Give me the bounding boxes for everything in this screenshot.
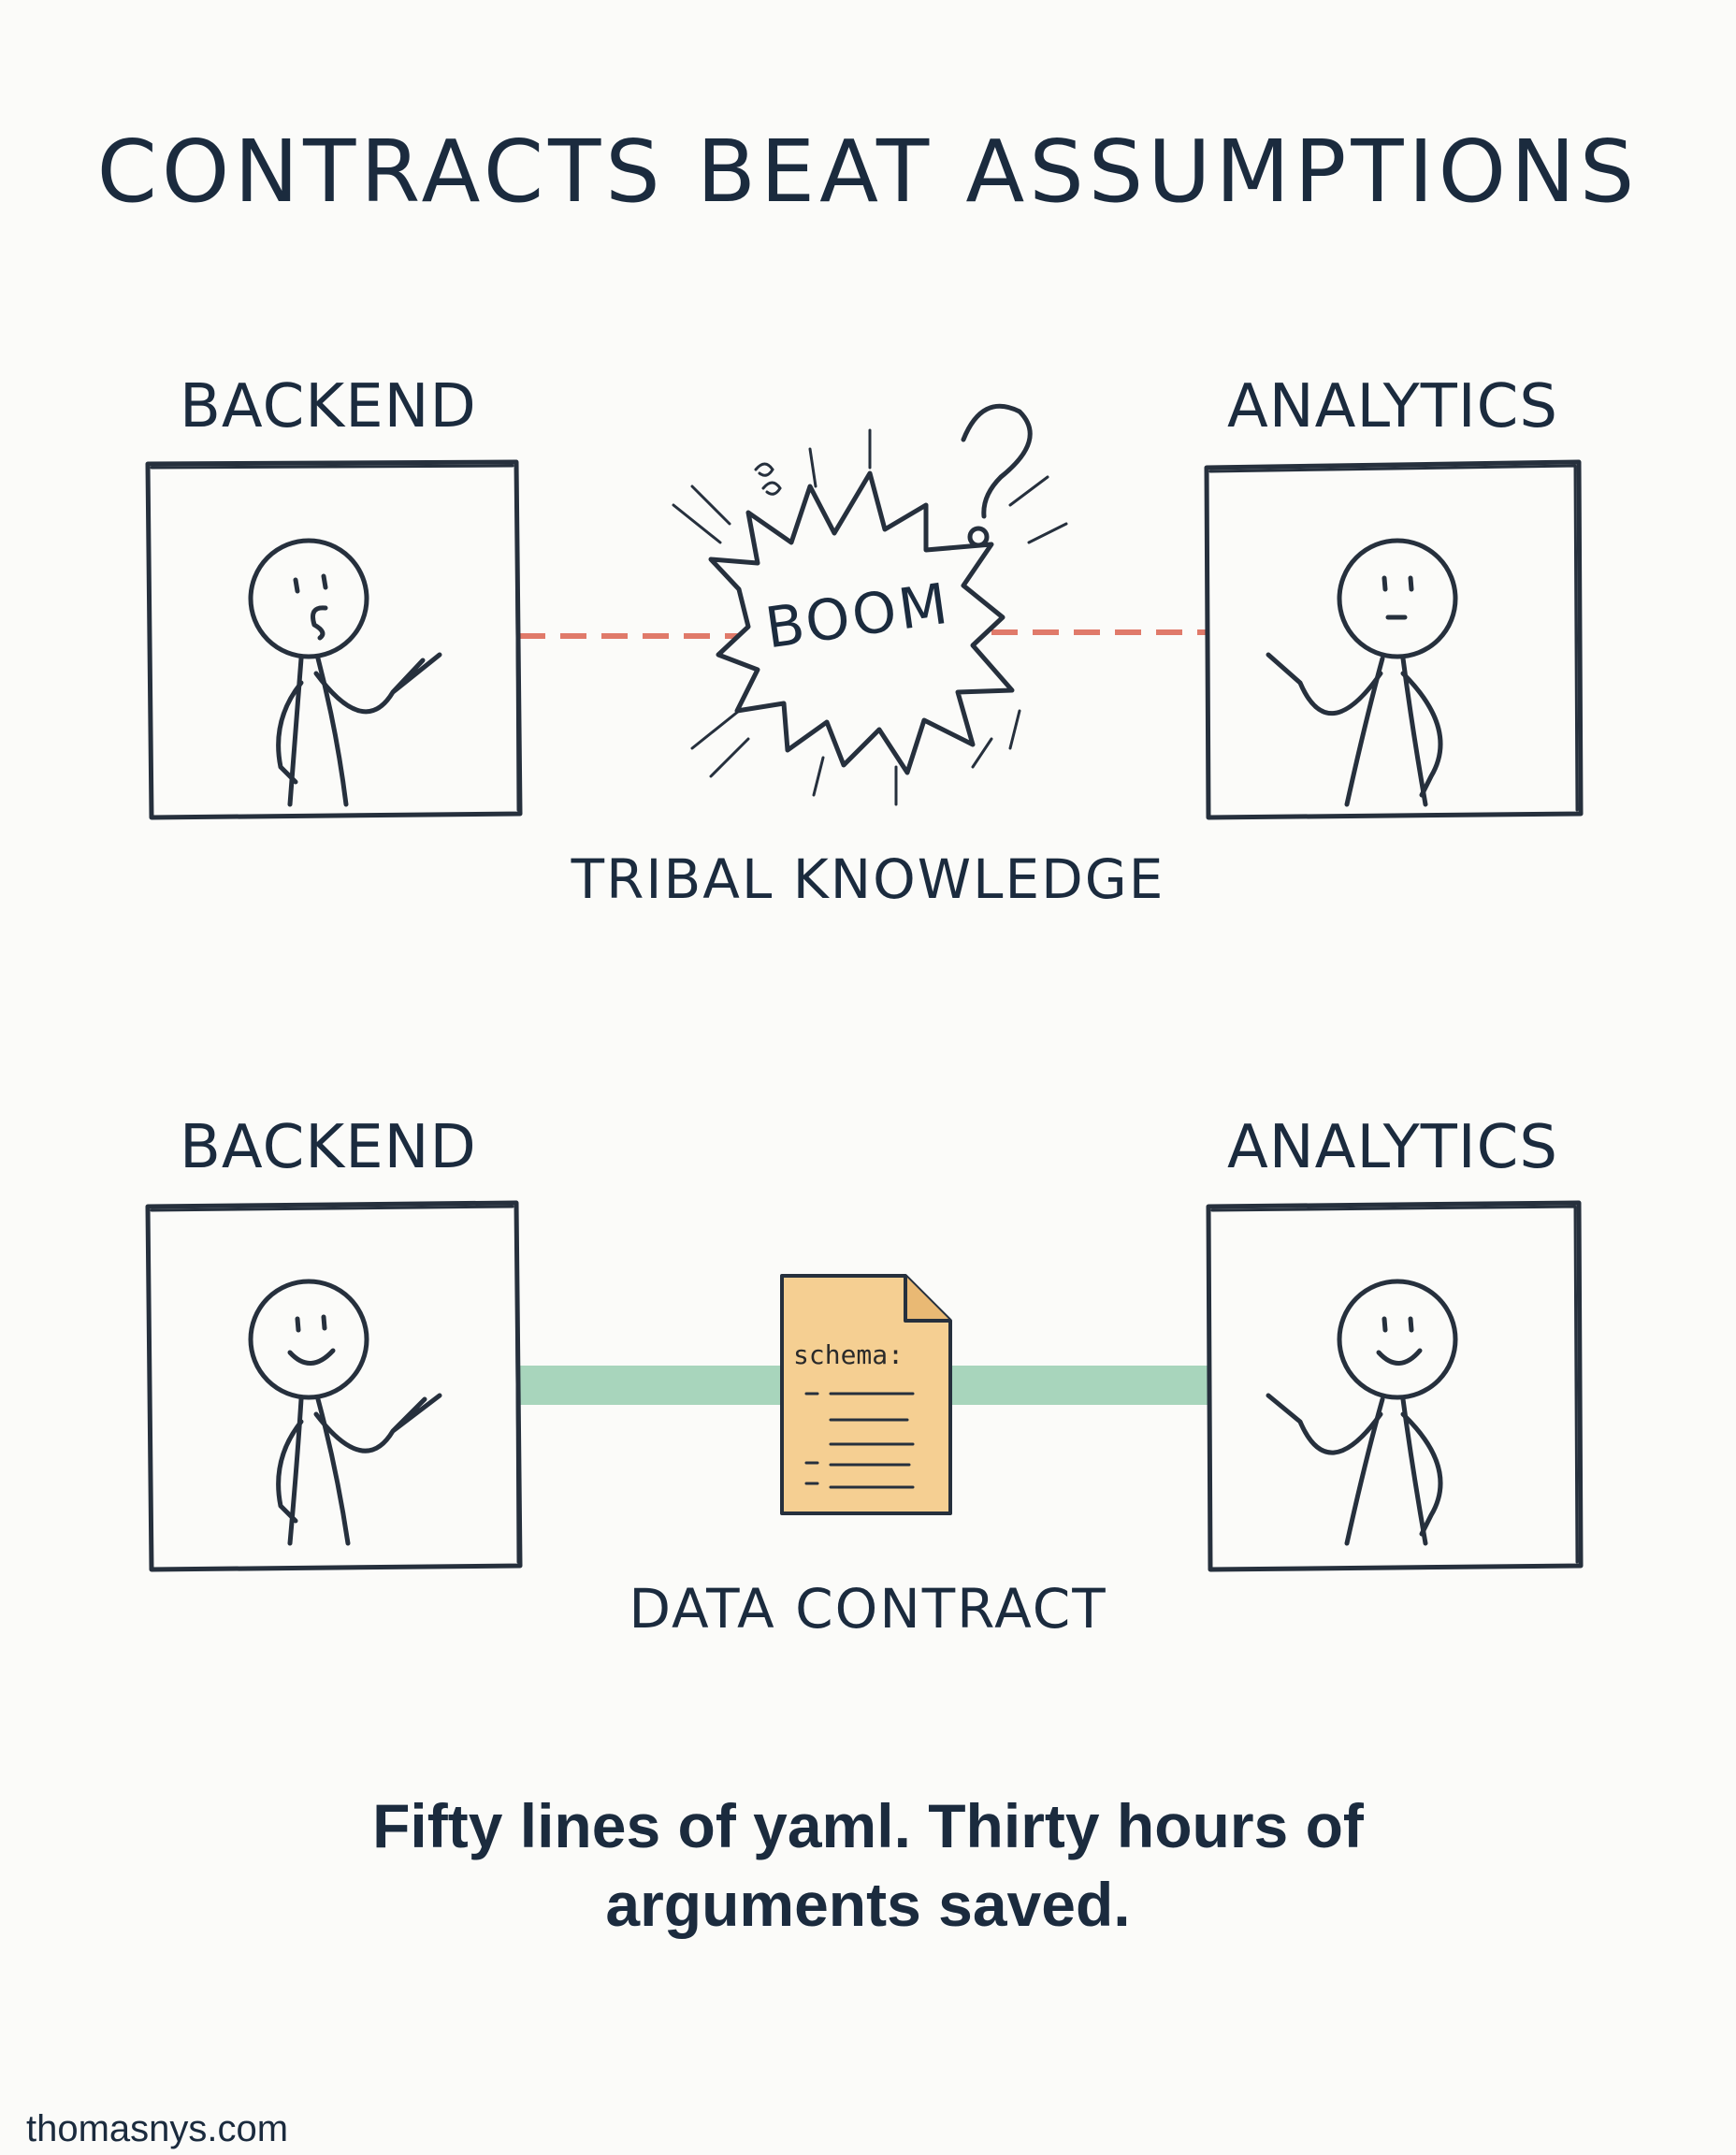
question-mark-icon	[961, 403, 1033, 548]
backend-box-bottom	[145, 1200, 523, 1572]
bottom-right-team-label: ANALYTICS	[1227, 1113, 1558, 1182]
analytics-box-bottom	[1206, 1200, 1584, 1572]
analytics-person-neutral	[1266, 538, 1458, 807]
top-right-team-label: ANALYTICS	[1227, 372, 1558, 441]
bottom-panel	[145, 1200, 1584, 1572]
top-caption: TRIBAL KNOWLEDGE	[571, 847, 1165, 911]
top-left-team-label: BACKEND	[180, 372, 477, 441]
bottom-caption: DATA CONTRACT	[629, 1577, 1107, 1641]
burst-rays	[672, 428, 1068, 806]
backend-person-smiling	[248, 1279, 442, 1546]
page-title: CONTRACTS BEAT ASSUMPTIONS	[96, 122, 1640, 222]
backend-person-confused	[248, 538, 442, 807]
analytics-person-smiling	[1266, 1279, 1458, 1546]
analytics-box-top	[1204, 459, 1584, 820]
bottom-left-team-label: BACKEND	[180, 1113, 477, 1182]
document-lines	[804, 1392, 915, 1489]
backend-box-top	[145, 459, 523, 820]
solid-connector-left	[520, 1366, 782, 1405]
spiral-doodle-icon	[754, 462, 782, 496]
boom-burst	[672, 403, 1068, 806]
tagline: Fifty lines of yaml. Thirty hours of arg…	[0, 1786, 1736, 1944]
footer-credit: thomasnys.com	[26, 2108, 289, 2149]
solid-connector-right	[945, 1366, 1208, 1405]
schema-document-icon	[780, 1274, 952, 1515]
tagline-text: Fifty lines of yaml. Thirty hours of arg…	[372, 1791, 1364, 1939]
top-panel	[145, 403, 1584, 820]
schema-label: schema:	[793, 1339, 904, 1370]
